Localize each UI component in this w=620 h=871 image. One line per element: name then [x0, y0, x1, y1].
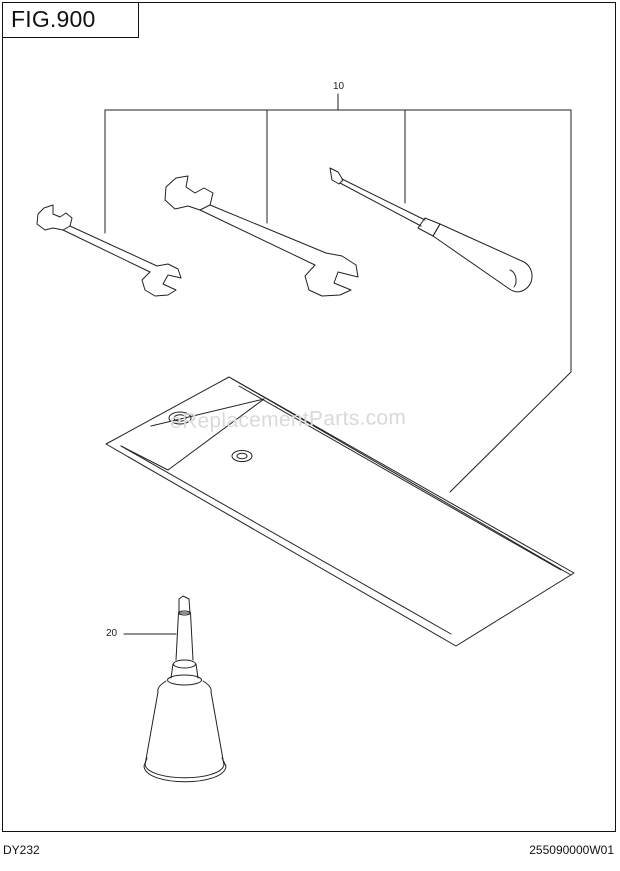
callout-10-label: 10 — [333, 81, 345, 92]
watermark-text: eReplacementParts.com — [169, 405, 407, 434]
oil-bottle-icon — [143, 595, 227, 783]
callout-20-label: 20 — [106, 628, 118, 639]
tool-bag-icon — [105, 376, 575, 647]
part-code-label: 255090000W01 — [529, 843, 614, 857]
screwdriver-icon — [329, 167, 533, 293]
large-wrench-icon — [164, 175, 359, 297]
diagram-frame — [2, 2, 616, 832]
small-wrench-icon — [36, 204, 182, 297]
model-label: DY232 — [3, 843, 40, 857]
figure-title: FIG.900 — [2, 2, 139, 38]
callout-10-leader — [104, 93, 572, 493]
